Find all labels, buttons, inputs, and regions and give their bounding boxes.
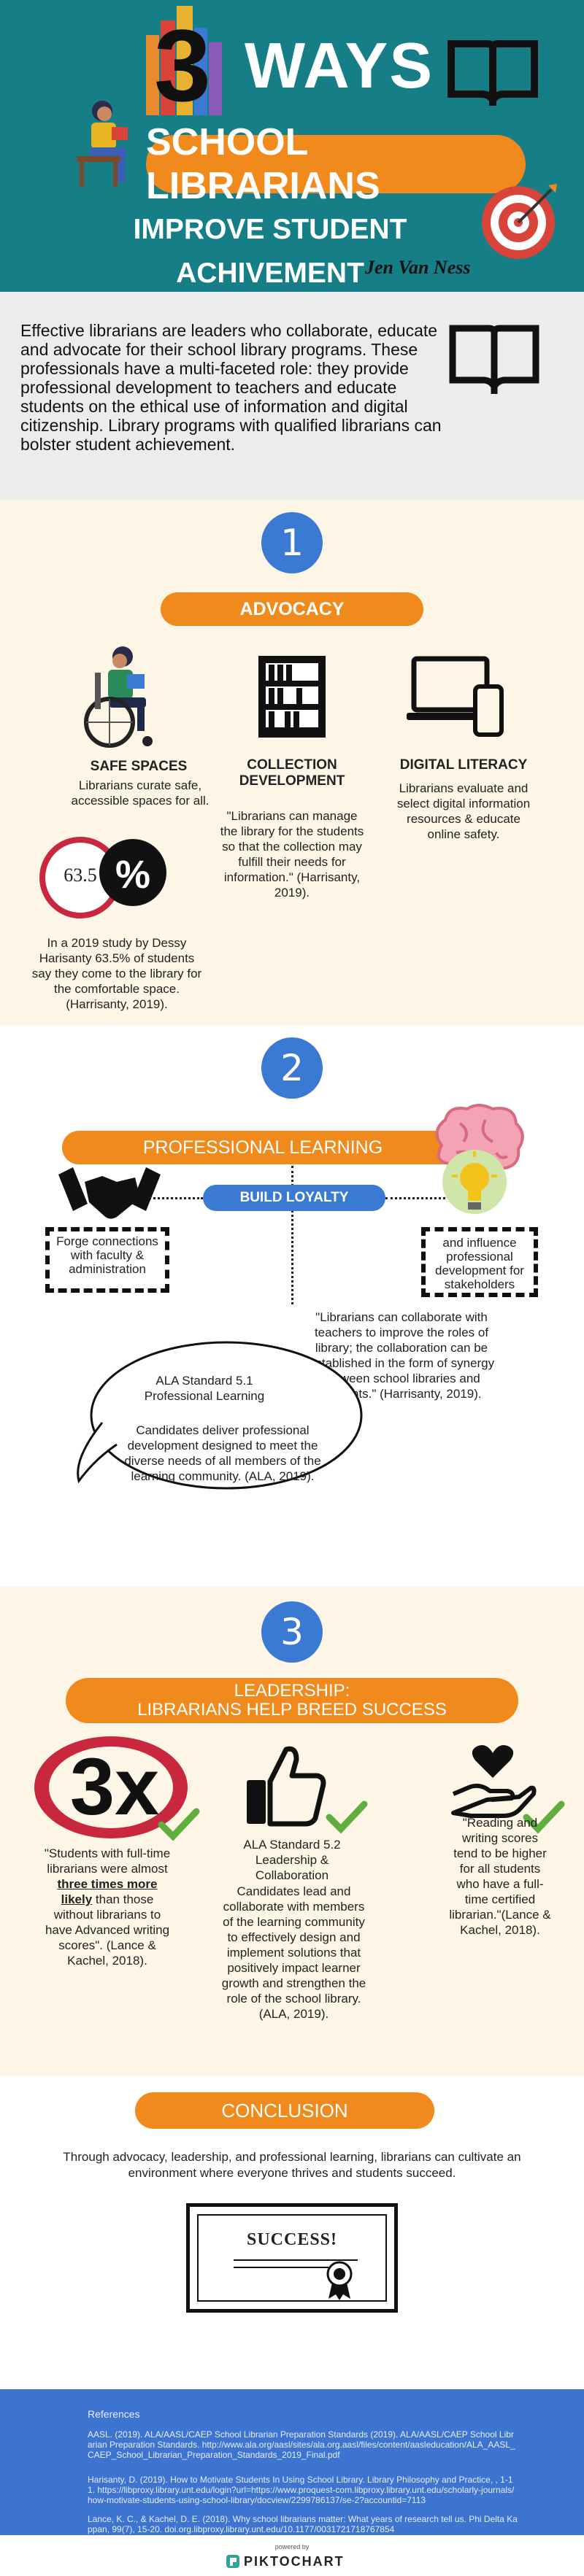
reference-harisanty[interactable]: Harisanty, D. (2019). How to Motivate St… — [88, 2475, 515, 2505]
target-icon — [482, 184, 557, 259]
digital-literacy-text: Librarians evaluate and select digital i… — [396, 781, 531, 841]
section-title-professional-learning: PROFESSIONAL LEARNING — [62, 1131, 464, 1164]
reference-aasl[interactable]: AASL. (2019). ALA/AASL/CAEP School Libra… — [88, 2429, 515, 2460]
stat-caption: In a 2019 study by Dessy Harisanty 63.5%… — [31, 936, 202, 1011]
thumbs-up-icon — [247, 1746, 326, 1827]
school-librarians-banner: SCHOOL LIBRARIANS — [146, 121, 526, 207]
section-number-badge: 1 — [261, 512, 323, 573]
safe-spaces-title: SAFE SPACES — [90, 759, 188, 774]
ala-standard-5-1-title: ALA Standard 5.1 Professional Learning — [144, 1374, 265, 1403]
headline-number: 3 — [154, 8, 211, 123]
checkmark-icon — [326, 1801, 368, 1834]
build-loyalty-banner: BUILD LOYALTY — [203, 1185, 385, 1211]
handshake-icon — [58, 1167, 161, 1219]
section-title-advocacy: ADVOCACY — [161, 592, 423, 626]
conclusion-title: CONCLUSION — [135, 2092, 434, 2129]
references-heading: References — [88, 2408, 140, 2420]
laptop-phone-icon — [407, 656, 504, 737]
forge-connections-box: Forge connections with faculty & adminis… — [45, 1227, 169, 1293]
piktochart-logo-icon — [226, 2555, 239, 2568]
improve-headline: IMPROVE STUDENT ACHIVEMENT — [133, 214, 407, 289]
book-stack-icon — [146, 6, 222, 115]
leadership-title-line1: LEADERSHIP: — [234, 1681, 350, 1701]
section-number-badge: 2 — [261, 1037, 323, 1099]
safe-spaces-text: Librarians curate safe, accessible space… — [71, 778, 210, 808]
success-certificate: SUCCESS! — [186, 2203, 398, 2313]
open-book-icon — [449, 325, 539, 394]
headline-ways: WAYS — [245, 29, 434, 101]
student-reading-illustration — [77, 101, 128, 187]
open-book-icon — [447, 40, 538, 106]
ala-standard-5-2-text: Candidates lead and collaborate with mem… — [221, 1884, 366, 2021]
bookshelf-icon — [258, 656, 326, 738]
advocacy-section — [0, 500, 584, 1025]
section-title-leadership: LEADERSHIP: LIBRARIANS HELP BREED SUCCES… — [66, 1678, 518, 1723]
certificate-text: SUCCESS! — [246, 2230, 338, 2249]
piktochart-brand[interactable]: PIKTOCHART — [244, 2554, 345, 2569]
wheelchair-reader-illustration — [84, 646, 153, 748]
reference-lance-kachel[interactable]: Lance, K. C., & Kachel, D. E. (2018). Wh… — [88, 2514, 518, 2534]
author-name: Jen Van Ness — [365, 257, 471, 278]
intro-paragraph: Effective librarians are leaders who col… — [20, 321, 442, 454]
heart-hand-icon — [451, 1745, 537, 1818]
collaboration-quote: "Librarians can collaborate with teacher… — [308, 1310, 495, 1401]
section-number-badge: 3 — [261, 1601, 323, 1663]
stat-circles-graphic — [39, 837, 166, 918]
three-x-label: 3x — [69, 1742, 160, 1832]
lightbulb-icon — [442, 1150, 507, 1214]
header-banner: 3 WAYS SCHOOL LIBRARIANS IMPROVE STUDENT… — [0, 0, 584, 292]
collection-development-title: COLLECTION DEVELOPMENT — [239, 757, 345, 789]
powered-by-label: powered by — [274, 2543, 310, 2550]
award-seal-icon — [326, 2261, 353, 2300]
percent-icon: % — [115, 853, 150, 897]
ala-standard-5-2-title: ALA Standard 5.2 Leadership & Collaborat… — [243, 1838, 341, 1882]
stat-value: 63.5 — [64, 865, 97, 886]
ala-standard-5-1-text: Candidates deliver professional developm… — [124, 1423, 321, 1483]
collection-quote: "Librarians can manage the library for t… — [220, 809, 364, 900]
footer — [0, 2535, 584, 2576]
three-times-emphasis: three times more likely — [57, 1877, 158, 1906]
checkmark-icon — [523, 1801, 565, 1834]
three-times-text: "Students with full-time librarians were… — [44, 1846, 171, 1968]
checkmark-icon — [158, 1808, 200, 1841]
leadership-title-line2: LIBRARIANS HELP BREED SUCCESS — [137, 1700, 447, 1720]
digital-literacy-title: DIGITAL LITERACY — [399, 757, 528, 773]
references-section — [0, 2389, 584, 2535]
influence-pd-box: and influence professional development f… — [421, 1227, 538, 1297]
conclusion-text: Through advocacy, leadership, and profes… — [63, 2150, 521, 2180]
speech-bubble-graphic — [77, 1341, 363, 1490]
three-times-badge — [34, 1736, 188, 1838]
full-time-librarian-quote: "Reading and writing scores tend to be h… — [449, 1816, 551, 1937]
